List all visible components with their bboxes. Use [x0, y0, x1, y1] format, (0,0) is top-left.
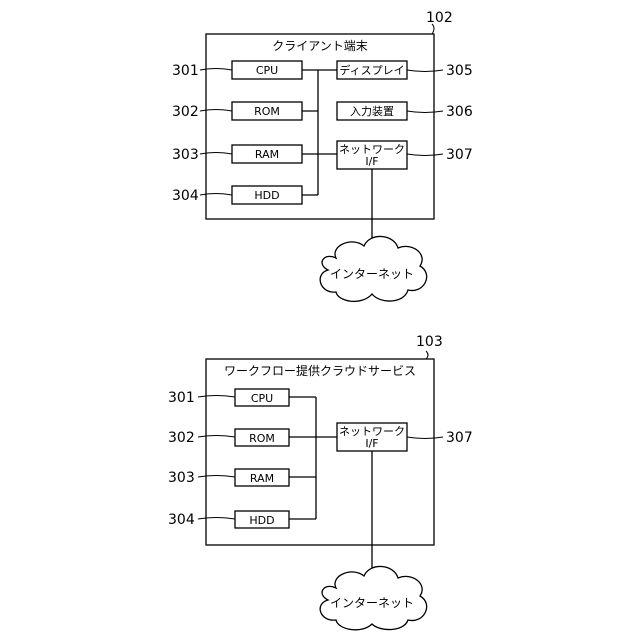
internet-cloud-2-label: インターネット — [330, 596, 414, 610]
left-ref-leaders — [200, 69, 232, 196]
internet-cloud-label: インターネット — [330, 267, 414, 281]
ref-306: 306 — [446, 104, 473, 120]
workflow-cloud-service-diagram: ワークフロー提供クラウドサービス 103 CPU ROM RAM HDD ネット… — [168, 334, 473, 630]
left-ref-leaders-2 — [198, 396, 235, 520]
ref-303: 303 — [172, 147, 199, 163]
ref-307-2: 307 — [446, 430, 473, 446]
ref-302: 302 — [172, 104, 199, 120]
ref-303-2: 303 — [168, 470, 195, 486]
ref-301-2: 301 — [168, 390, 195, 406]
ref-304: 304 — [172, 188, 199, 204]
hdd-label-2: HDD — [249, 514, 274, 527]
right-ref-leaders — [407, 70, 443, 156]
ref-302-2: 302 — [168, 430, 195, 446]
input-device-label: 入力装置 — [350, 105, 394, 118]
right-ref-leader-2 — [407, 437, 443, 439]
ref-102: 102 — [426, 10, 453, 26]
ref-103: 103 — [416, 334, 443, 350]
rom-label: ROM — [254, 105, 280, 118]
display-label: ディスプレイ — [339, 63, 404, 77]
bus-lines-2 — [289, 397, 337, 519]
network-if-label-2-line2: I/F — [365, 437, 378, 450]
rom-label-2: ROM — [249, 432, 275, 445]
workflow-service-title: ワークフロー提供クラウドサービス — [224, 363, 416, 378]
client-terminal-title: クライアント端末 — [272, 39, 368, 53]
cpu-label-2: CPU — [251, 392, 273, 405]
ref-304-2: 304 — [168, 512, 195, 528]
cpu-label: CPU — [256, 64, 278, 77]
ref-301: 301 — [172, 63, 199, 79]
ref-305: 305 — [446, 63, 473, 79]
ref-103-leader — [426, 351, 428, 359]
bus-lines — [302, 70, 337, 195]
ref-307: 307 — [446, 147, 473, 163]
network-if-label-line2: I/F — [365, 155, 378, 168]
ram-label-2: RAM — [250, 472, 274, 485]
client-terminal-diagram: クライアント端末 102 CPU ROM RAM HDD ディスプレイ 入力装置… — [172, 10, 473, 301]
hdd-label: HDD — [254, 189, 279, 202]
ram-label: RAM — [255, 148, 279, 161]
